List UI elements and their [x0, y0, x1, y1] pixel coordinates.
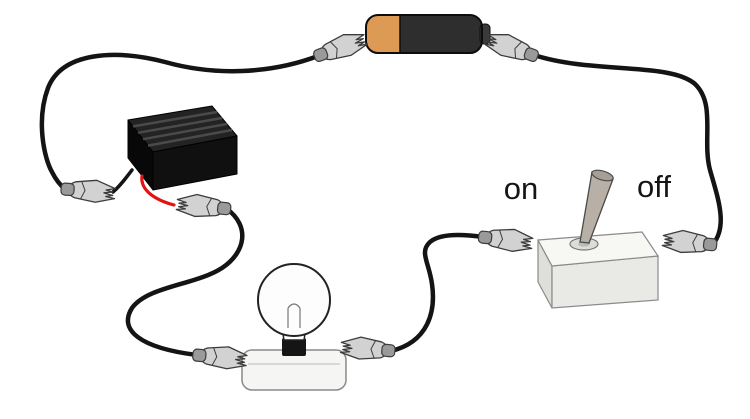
- box-front-face: [152, 135, 238, 191]
- wire-box-to-bulb: [125, 206, 245, 358]
- switch-on-label: on: [504, 171, 538, 206]
- wire-battery-to-left-clip: [39, 52, 321, 192]
- box-left-clip: [59, 177, 117, 205]
- switch-lever-top: [591, 169, 614, 182]
- box-top-ridges: [132, 110, 233, 147]
- switch-top-face: [537, 231, 660, 267]
- battery-outline: [365, 14, 483, 54]
- box-red-lead-clip: [175, 191, 233, 221]
- battery: [365, 14, 491, 54]
- switch-right-clip: [661, 227, 719, 257]
- toggle-switch: on off: [504, 169, 671, 309]
- wire-switch-to-battery: [531, 52, 723, 247]
- bulb-filament: [287, 303, 301, 328]
- light-bulb: [241, 263, 347, 391]
- switch-off-label: off: [637, 169, 671, 204]
- wires: [39, 52, 723, 358]
- wire-stub-box-terminal: [111, 168, 134, 194]
- red-wire: [140, 174, 176, 207]
- bulb-right-clip: [339, 334, 397, 363]
- switch-lever: [579, 171, 614, 244]
- bulb-left-clip: [191, 343, 249, 372]
- battery-right-clip: [482, 27, 542, 68]
- black-box-component: [127, 105, 238, 191]
- bulb-socket: [282, 338, 306, 356]
- battery-body: [400, 15, 482, 53]
- battery-left-clip: [310, 27, 370, 68]
- wire-bulb-to-switch: [388, 232, 486, 354]
- bulb-glass: [257, 263, 331, 337]
- switch-left-clip: [476, 225, 535, 254]
